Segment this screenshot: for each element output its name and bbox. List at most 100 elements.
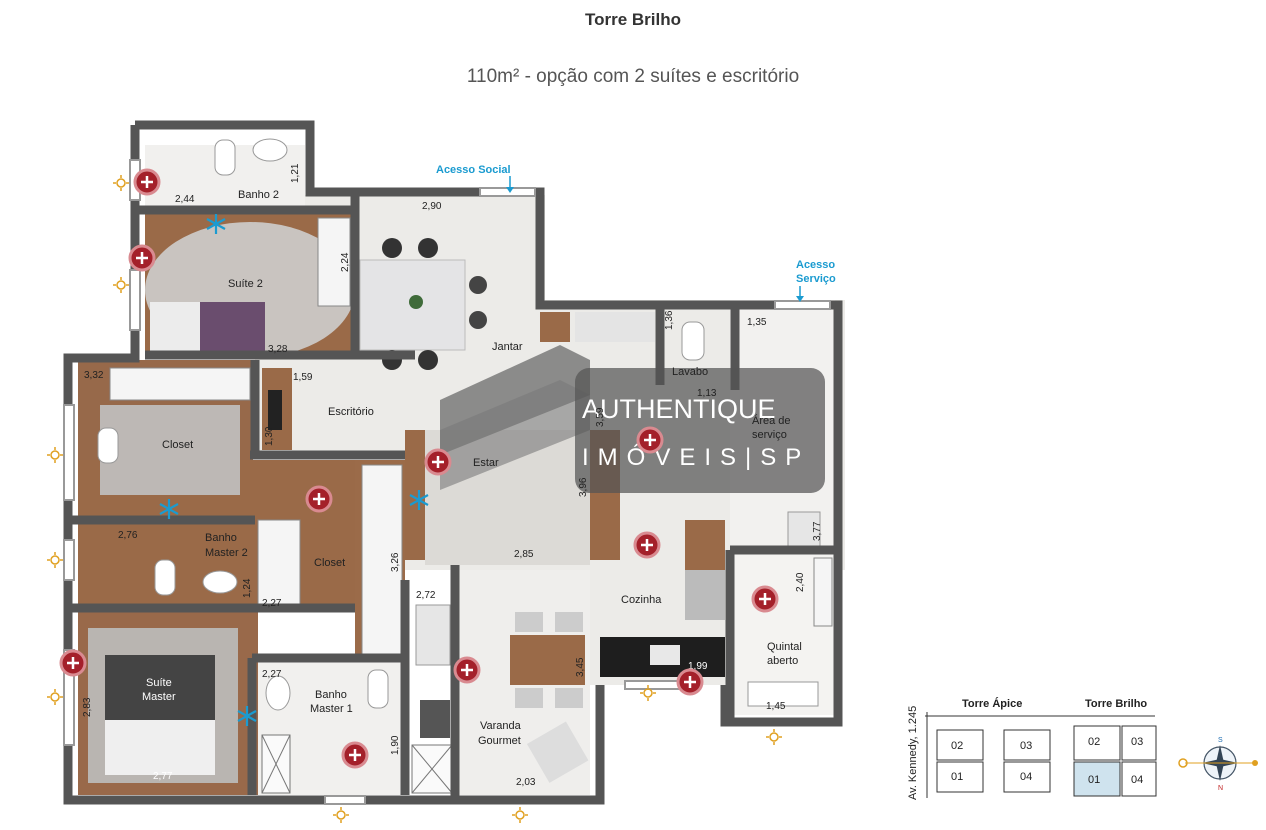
room-closet-1: Closet [162,439,193,451]
unit-brilho-03: 03 [1131,736,1143,748]
dimensions: 2,44 1,21 2,90 2,24 3,28 1,36 1,35 3,32 … [82,163,823,788]
sun-icon [766,729,782,745]
tower-brilho-label: Torre Brilho [1085,698,1147,710]
dim-277: 2,77 [153,771,173,782]
dim-377: 3,77 [812,521,823,541]
ac-markers [159,214,429,726]
dim-244: 2,44 [175,194,195,205]
dim-276: 2,76 [118,530,138,541]
unit-brilho-04: 04 [1131,774,1143,786]
dim-224: 2,24 [340,252,351,272]
dim-359: 3,59 [595,407,606,427]
access-labels: Acesso Social Acesso Serviço [436,164,836,302]
marker-plus-icon [341,741,369,769]
marker-plus-icon [633,531,661,559]
unit-apice-04: 04 [1020,771,1032,783]
page-title: Torre Brilho [584,10,682,29]
snowflake-icon [159,499,179,519]
marker-plus-icon [133,168,161,196]
unit-apice-01: 01 [951,771,963,783]
room-area-servico-2: serviço [752,429,787,441]
sun-icon [113,277,129,293]
dim-290: 2,90 [422,201,442,212]
sun-icon [47,447,63,463]
sun-icon [512,807,528,823]
dim-283: 2,83 [82,697,93,717]
marker-plus-icon [305,485,333,513]
dim-124: 1,24 [242,578,253,598]
watermark-line1: AUTHENTIQUE [582,394,776,424]
sun-icon [47,552,63,568]
dim-272: 2,72 [416,590,436,601]
dim-332: 3,32 [84,370,104,381]
highlighted-unit [1073,761,1121,797]
marker-plus-icon [453,656,481,684]
room-banho-2: Banho 2 [238,189,279,201]
room-labels: Banho 2 Suíte 2 Closet Escritório Jantar… [142,189,802,747]
watermark: AUTHENTIQUE IMÓVEIS|SP [440,345,825,493]
room-quintal-2: aberto [767,655,798,667]
room-suite-master-1: Suíte [146,677,172,689]
street-label: Av. Kennedy, 1.245 [907,706,919,800]
marker-plus-icon [751,585,779,613]
dim-136: 1,36 [664,310,675,330]
room-area-servico-1: Área de [752,414,791,427]
dim-396: 3,96 [578,477,589,497]
dim-227a: 2,27 [262,598,282,609]
access-servico-label-1: Acesso [796,259,835,271]
room-banho-master1-1: Banho [315,689,347,701]
dim-135: 1,35 [747,317,767,328]
room-varanda-2: Gourmet [478,735,521,747]
snowflake-icon [237,706,257,726]
snowflake-icon [206,214,226,234]
page-subtitle: 110m² - opção com 2 suítes e escritório [466,66,800,87]
sun-icon [333,807,349,823]
unit-apice-03: 03 [1020,740,1032,752]
dim-145: 1,45 [766,701,786,712]
key-map: Av. Kennedy, 1.245 Torre Ápice Torre Bri… [907,697,1258,800]
dim-130: 1,30 [264,426,275,446]
tower-apice-label: Torre Ápice [962,697,1022,710]
room-estar: Estar [473,457,499,469]
unit-apice-02: 02 [951,740,963,752]
sun-icon [113,175,129,191]
dim-285: 2,85 [514,549,534,560]
access-servico-label-2: Serviço [796,273,836,285]
room-suite-master-2: Master [142,691,176,703]
marker-plus-icon [676,668,704,696]
dim-227b: 2,27 [262,669,282,680]
point-markers [59,168,779,769]
room-banho-master2-2: Master 2 [205,547,248,559]
watermark-line2: IMÓVEIS|SP [582,444,810,471]
room-cozinha: Cozinha [621,594,662,606]
sun-icon [47,689,63,705]
dim-190: 1,90 [390,735,401,755]
marker-plus-icon [59,649,87,677]
unit-brilho-01: 01 [1088,774,1100,786]
dim-121: 1,21 [290,163,301,183]
sun-icon [640,685,656,701]
furniture [97,138,833,794]
room-lavabo: Lavabo [672,366,708,378]
dim-240: 2,40 [795,572,806,592]
room-jantar: Jantar [492,341,523,353]
compass-n: N [1218,785,1223,792]
marker-plus-icon [636,426,664,454]
room-closet-2: Closet [314,557,345,569]
compass-s: S [1218,737,1223,744]
room-banho-master2-1: Banho [205,532,237,544]
dim-328: 3,28 [268,344,288,355]
marker-plus-icon [128,244,156,272]
room-varanda-1: Varanda [480,720,522,732]
sun-markers [47,175,782,823]
room-suite-2: Suíte 2 [228,278,263,290]
dim-326: 3,26 [390,552,401,572]
compass-icon: S N [1178,737,1258,792]
dim-113: 1,13 [697,388,717,399]
marker-plus-icon [424,448,452,476]
dim-345: 3,45 [575,657,586,677]
dim-199: 1,99 [688,661,708,672]
dim-159: 1,59 [293,372,313,383]
unit-brilho-02: 02 [1088,736,1100,748]
